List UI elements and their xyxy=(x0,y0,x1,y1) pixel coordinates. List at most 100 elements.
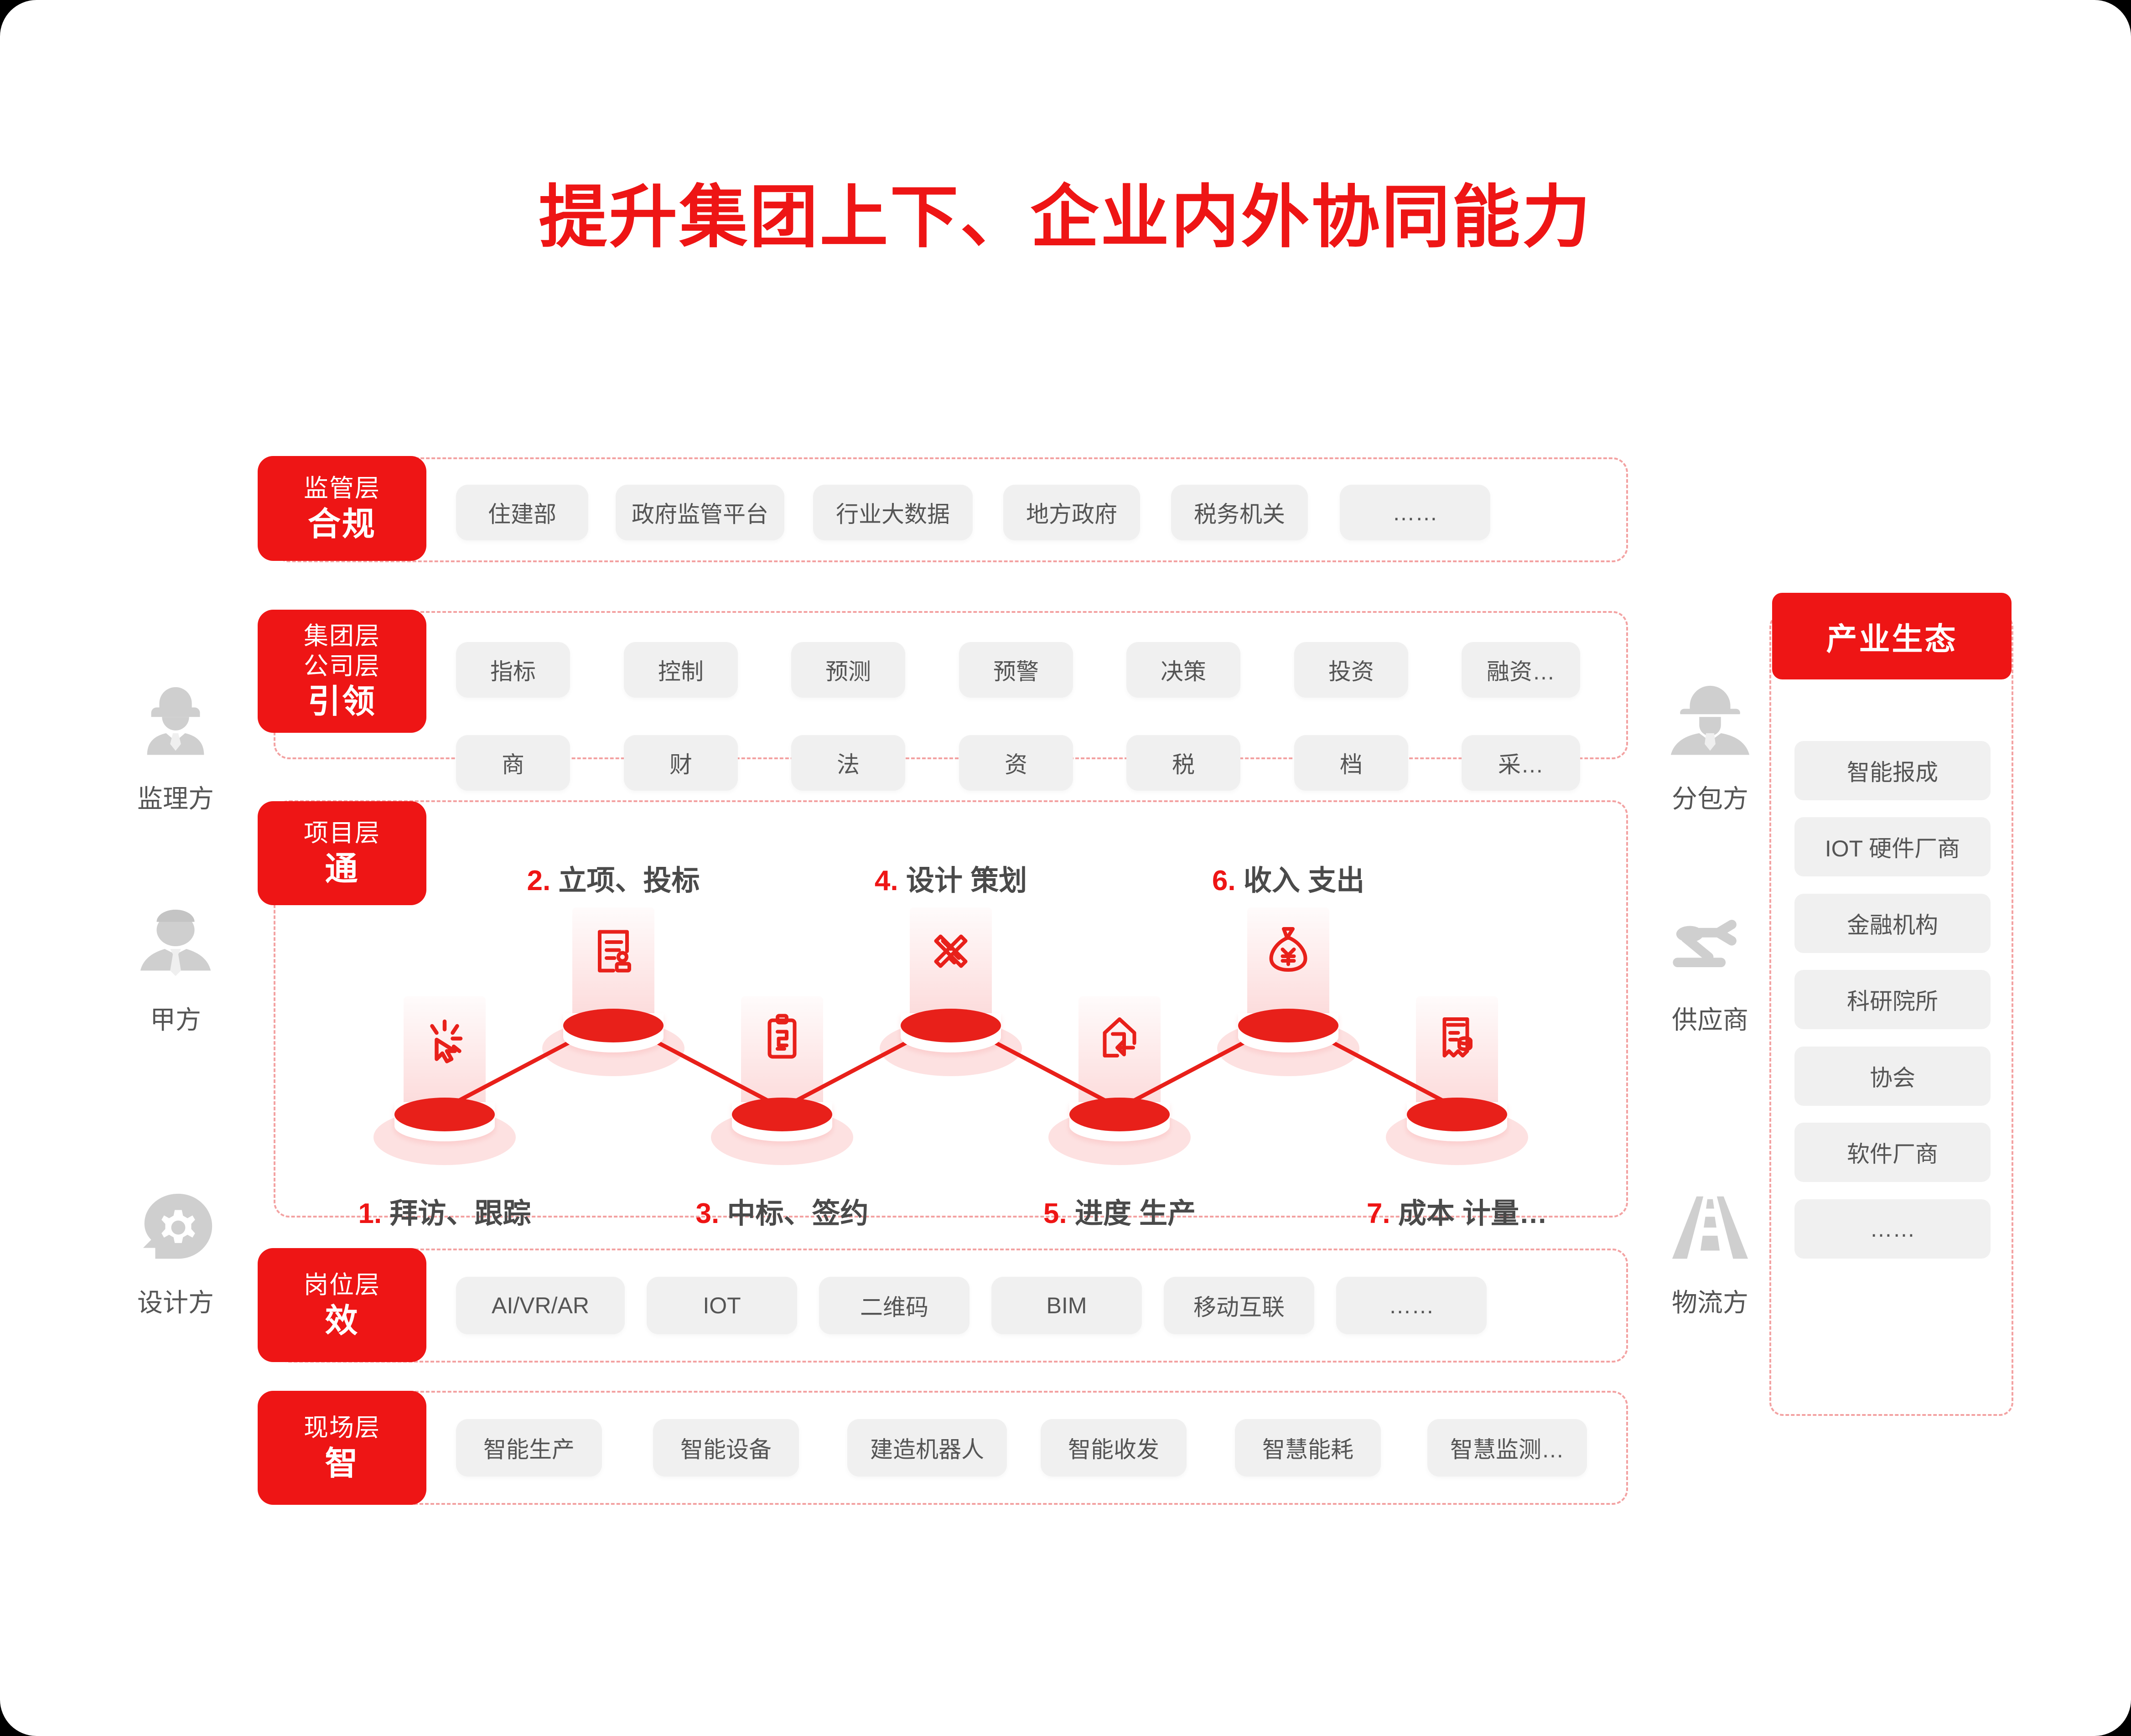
pill-item[interactable]: 智慧监测… xyxy=(1427,1419,1587,1477)
supervisor-hardhat-icon xyxy=(98,673,253,768)
pill-item[interactable]: 控制 xyxy=(624,642,738,698)
pedestal-top xyxy=(732,1098,832,1131)
pill-item[interactable]: IOT xyxy=(647,1277,797,1334)
robot-arm-icon xyxy=(1633,894,1788,990)
layer-chip-position[interactable]: 岗位层 效 xyxy=(258,1248,426,1362)
flow-step-caption: 1. 拜访、跟踪 xyxy=(253,1190,636,1231)
actor-label: 甲方 xyxy=(150,1005,201,1034)
receipt-coins-icon xyxy=(1375,1010,1539,1065)
pedestal-top xyxy=(394,1098,495,1131)
pill-item[interactable]: 政府监管平台 xyxy=(616,485,784,540)
actor-designer[interactable]: 设计方 xyxy=(98,1176,253,1319)
flow-step-number: 3. xyxy=(695,1198,720,1229)
pill-item[interactable]: 智能收发 xyxy=(1041,1419,1187,1477)
pedestal xyxy=(542,1009,684,1076)
pill-item[interactable]: 决策 xyxy=(1126,642,1240,698)
flow-step-caption: 7. 成本 计量… xyxy=(1265,1190,1649,1231)
pill-item[interactable]: 建造机器人 xyxy=(847,1419,1007,1477)
ecosystem-item[interactable]: 软件厂商 xyxy=(1794,1123,1991,1182)
flow-step-number: 1. xyxy=(358,1198,382,1229)
layer-chip-sub: 岗位层 xyxy=(304,1271,380,1299)
pill-item[interactable]: 法 xyxy=(791,735,905,791)
layer-chip-project[interactable]: 项目层 通 xyxy=(258,801,426,905)
pill-item[interactable]: 移动互联 xyxy=(1164,1277,1314,1334)
flow-step-number: 6. xyxy=(1212,865,1236,897)
document-seal-icon xyxy=(531,924,695,979)
worker-hardhat-icon xyxy=(1633,673,1788,768)
flow-step-label: 设计 策划 xyxy=(906,865,1027,897)
ruler-pencil-icon xyxy=(869,924,1033,979)
flow-step-label: 拜访、跟踪 xyxy=(389,1198,531,1229)
pill-item[interactable]: 地方政府 xyxy=(1003,485,1140,540)
head-gear-icon xyxy=(98,1176,253,1272)
pill-item[interactable]: …… xyxy=(1336,1277,1487,1334)
pill-item[interactable]: BIM xyxy=(991,1277,1142,1334)
pill-item[interactable]: 资 xyxy=(959,735,1073,791)
pill-item[interactable]: 财 xyxy=(624,735,738,791)
layer-chip-regulatory[interactable]: 监管层 合规 xyxy=(258,456,426,561)
pill-item[interactable]: 智能生产 xyxy=(456,1419,602,1477)
pill-item[interactable]: 商 xyxy=(456,735,570,791)
ecosystem-item[interactable]: 金融机构 xyxy=(1794,894,1991,953)
ecosystem-item[interactable]: …… xyxy=(1794,1199,1991,1259)
pedestal xyxy=(1048,1098,1191,1165)
layer-band-project xyxy=(274,800,1628,1218)
pill-item[interactable]: 住建部 xyxy=(456,485,588,540)
actor-supervisor[interactable]: 监理方 xyxy=(98,673,253,815)
money-bag-icon xyxy=(1206,922,1370,977)
pedestal-top xyxy=(901,1009,1001,1042)
pill-item[interactable]: 预警 xyxy=(959,642,1073,698)
flow-step-label: 进度 生产 xyxy=(1074,1198,1196,1229)
pill-item[interactable]: 行业大数据 xyxy=(813,485,973,540)
layer-chip-group[interactable]: 集团层 公司层 引领 xyxy=(258,610,426,733)
pill-item[interactable]: 二维码 xyxy=(819,1277,970,1334)
pill-item[interactable]: AI/VR/AR xyxy=(456,1277,625,1334)
flow-step-caption: 4. 设计 策划 xyxy=(759,857,1142,898)
actor-label: 设计方 xyxy=(137,1288,214,1317)
ecosystem-item[interactable]: 智能报成 xyxy=(1794,741,1991,800)
flow-step-number: 2. xyxy=(527,865,551,897)
flow-step-label: 立项、投标 xyxy=(558,865,700,897)
pill-item[interactable]: 采… xyxy=(1462,735,1580,791)
pedestal-top xyxy=(1238,1009,1338,1042)
click-cursor-icon xyxy=(363,1015,527,1069)
pill-item[interactable]: …… xyxy=(1340,485,1490,540)
pedestal xyxy=(880,1009,1022,1076)
actor-subcontractor[interactable]: 分包方 xyxy=(1633,673,1788,815)
pedestal xyxy=(711,1098,853,1165)
pill-item[interactable]: 智慧能耗 xyxy=(1235,1419,1381,1477)
pill-item[interactable]: 预测 xyxy=(791,642,905,698)
pill-item[interactable]: 智能设备 xyxy=(653,1419,799,1477)
layer-chip-sub: 项目层 xyxy=(304,819,380,847)
flow-step-caption: 3. 中标、签约 xyxy=(591,1190,974,1231)
ecosystem-item[interactable]: 科研院所 xyxy=(1794,970,1991,1029)
ecosystem-header[interactable]: 产业生态 xyxy=(1772,593,2012,679)
actor-label: 监理方 xyxy=(137,784,214,813)
layer-chip-main: 引领 xyxy=(307,684,376,720)
actor-label: 供应商 xyxy=(1672,1005,1748,1034)
layer-chip-site[interactable]: 现场层 智 xyxy=(258,1391,426,1505)
actor-logistics[interactable]: 物流方 xyxy=(1633,1176,1788,1319)
businessman-icon xyxy=(98,894,253,990)
pill-item[interactable]: 税务机关 xyxy=(1171,485,1308,540)
layer-chip-sub1: 集团层 xyxy=(304,622,380,650)
actor-client[interactable]: 甲方 xyxy=(98,894,253,1036)
actor-label: 物流方 xyxy=(1672,1288,1748,1317)
road-icon xyxy=(1633,1176,1788,1272)
light-beam xyxy=(1078,996,1161,1110)
flow-step-label: 中标、签约 xyxy=(727,1198,869,1229)
flow-step-number: 4. xyxy=(874,865,898,897)
pill-item[interactable]: 档 xyxy=(1294,735,1408,791)
ecosystem-item[interactable]: 协会 xyxy=(1794,1047,1991,1106)
pedestal-top xyxy=(1407,1098,1507,1131)
pedestal xyxy=(1217,1009,1359,1076)
flow-step-caption: 6. 收入 支出 xyxy=(1097,857,1480,898)
actor-supplier[interactable]: 供应商 xyxy=(1633,894,1788,1036)
flow-step-label: 成本 计量… xyxy=(1398,1198,1548,1229)
ecosystem-item[interactable]: IOT 硬件厂商 xyxy=(1794,817,1991,876)
pill-item[interactable]: 税 xyxy=(1126,735,1240,791)
pill-item[interactable]: 投资 xyxy=(1294,642,1408,698)
flow-step-caption: 5. 进度 生产 xyxy=(928,1190,1311,1231)
pill-item[interactable]: 融资… xyxy=(1462,642,1580,698)
pill-item[interactable]: 指标 xyxy=(456,642,570,698)
